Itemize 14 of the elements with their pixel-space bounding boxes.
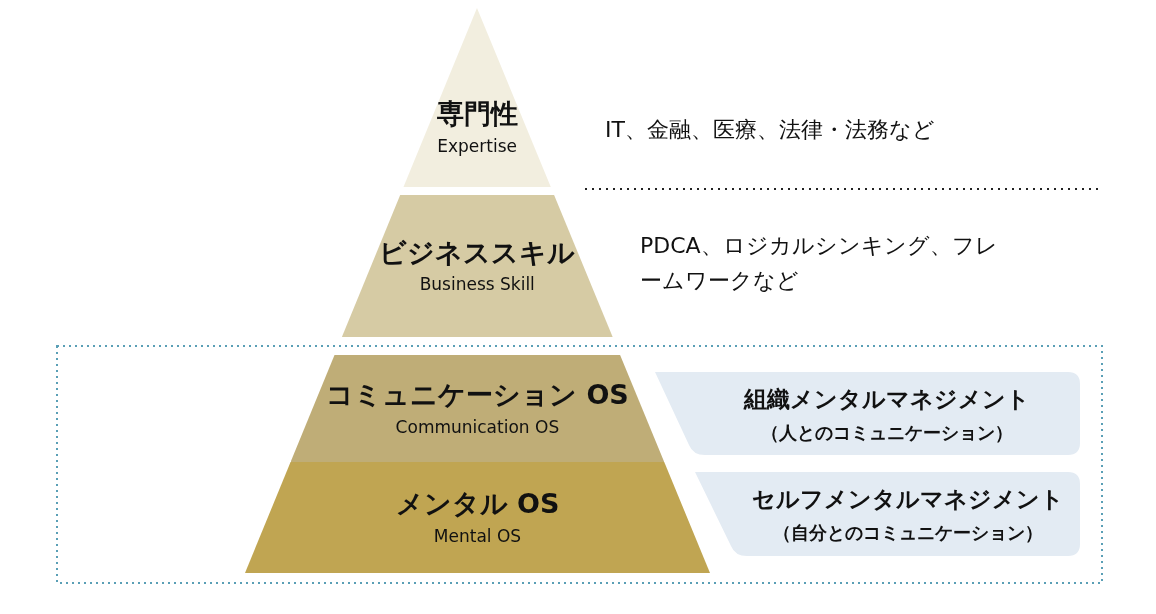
layer-subtitle: Communication OS	[395, 415, 560, 438]
panel-subtitle: （人とのコミュニケーション）	[759, 421, 1014, 445]
example-text: IT、金融、医療、法律・法務など	[605, 116, 936, 144]
panel-subtitle: （自分とのコミュニケーション）	[771, 521, 1044, 545]
panel-title: セルフメンタルマネジメント	[750, 485, 1065, 514]
panel-title: 組織メンタルマネジメント	[742, 385, 1031, 414]
layer-subtitle: Business Skill	[419, 273, 535, 296]
layer-title: 専門性	[436, 98, 518, 131]
layer-subtitle: Mental OS	[433, 524, 522, 547]
example-text: PDCA、ロジカルシンキング、フレームワークなど	[640, 232, 999, 296]
layer-title: ビジネススキル	[379, 236, 576, 270]
layer-title: コミュニケーション OS	[326, 379, 629, 412]
layer-title: メンタル OS	[395, 488, 560, 521]
layer-subtitle: Expertise	[437, 134, 517, 157]
